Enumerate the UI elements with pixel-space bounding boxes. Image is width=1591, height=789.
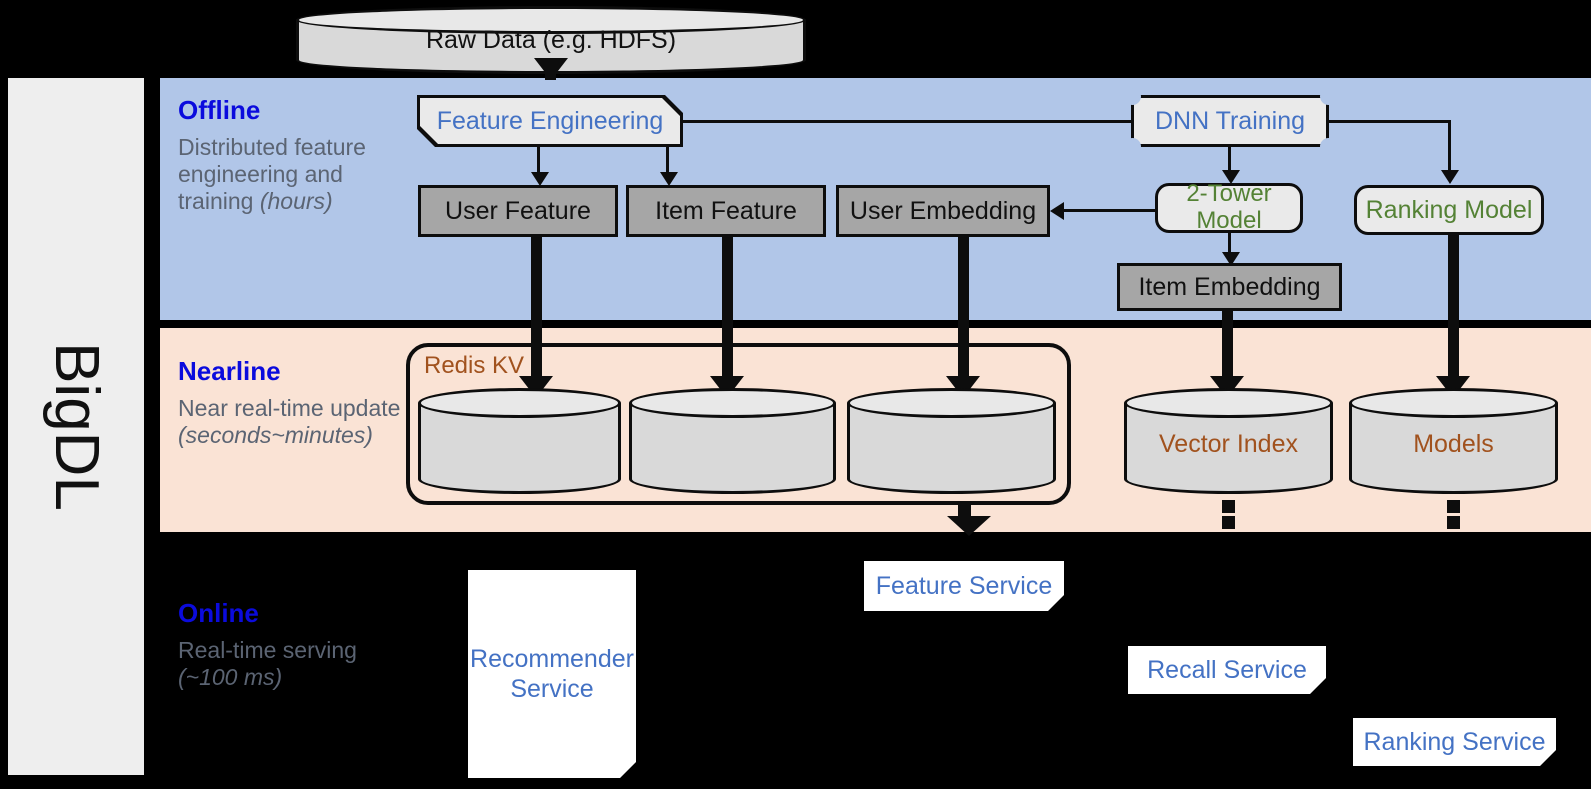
bigdl-text: BigDL — [41, 342, 111, 511]
recommender-service-label: Recommender Service — [470, 645, 634, 703]
edge-dnn-ranking-arrow — [1441, 170, 1459, 184]
pipe-itemfeature — [722, 237, 733, 385]
edge-twotower-userembedding-arrow — [1050, 202, 1064, 220]
bigdl-rail: BigDL — [8, 78, 144, 775]
dnn-corner-tl — [1124, 88, 1141, 105]
feature-service-label: Feature Service — [875, 572, 1053, 600]
caption-nearline-title: Nearline — [178, 356, 281, 386]
ranking-service-label: Ranking Service — [1363, 728, 1546, 756]
vector-index-label: Vector Index — [1159, 430, 1298, 458]
store2-cyl-top — [629, 388, 836, 418]
connector-models-2 — [1447, 516, 1460, 529]
feature-engineering-label: Feature Engineering — [436, 107, 664, 135]
caption-nearline-desc: Near real-time update (seconds~minutes) — [178, 395, 408, 449]
redis-kv-container — [406, 343, 1071, 505]
edge-fe-itemfeature-arrow — [660, 172, 678, 186]
caption-online: Online Real-time serving (~100 ms) — [178, 598, 408, 691]
edge-fe-userfeature — [537, 147, 540, 177]
ranking-service-doc[interactable]: Ranking Service — [1353, 718, 1556, 766]
caption-online-desc-text: Real-time serving — [178, 637, 357, 663]
dnn-training-label: DNN Training — [1154, 107, 1306, 135]
user-embedding-label: User Embedding — [849, 197, 1037, 225]
feature-service-doc[interactable]: Feature Service — [864, 561, 1064, 611]
user-feature-label: User Feature — [445, 197, 591, 225]
models-cyl-top — [1349, 388, 1558, 418]
caption-online-title: Online — [178, 598, 259, 628]
edge-dnn-twotower — [1228, 147, 1231, 175]
caption-online-desc-em: (~100 ms) — [178, 664, 283, 691]
edge-fe-itemfeature — [666, 147, 669, 177]
connector-models-1 — [1447, 500, 1460, 513]
caption-offline-desc-em: (hours) — [259, 188, 333, 215]
dnn-corner-bl — [1124, 138, 1141, 155]
store1-cyl-top — [418, 388, 621, 418]
caption-nearline: Nearline Near real-time update (seconds~… — [178, 356, 408, 449]
pipe-itemembedding — [1222, 311, 1233, 385]
raw-data-label: Raw Data (e.g. HDFS) — [425, 26, 677, 54]
feature-engineering-box[interactable]: Feature Engineering — [420, 98, 680, 144]
pipe-userembedding — [958, 237, 969, 385]
edge-fe-userfeature-arrow — [531, 172, 549, 186]
connector-vectorindex-2 — [1222, 516, 1235, 529]
user-embedding-box[interactable]: User Embedding — [836, 185, 1050, 237]
connector-redis-featureservice — [958, 505, 971, 518]
recommender-service-doc[interactable]: Recommender Service — [468, 570, 636, 778]
store-cylinder-user-embedding[interactable] — [847, 388, 1056, 496]
recall-service-doc[interactable]: Recall Service — [1128, 646, 1326, 694]
caption-nearline-desc-text: Near real-time update — [178, 395, 401, 421]
edge-dnn-ranking-h — [1329, 120, 1451, 123]
vector-index-cyl-top — [1124, 388, 1333, 418]
raw-data-cyl-top — [296, 6, 806, 34]
caption-offline: Offline Distributed feature engineering … — [178, 95, 408, 215]
item-feature-box[interactable]: Item Feature — [626, 185, 826, 237]
pipe-userfeature — [531, 237, 542, 385]
models-cylinder[interactable]: Models — [1349, 388, 1558, 496]
ranking-model-label: Ranking Model — [1365, 196, 1533, 224]
user-feature-box[interactable]: User Feature — [418, 185, 618, 237]
caption-offline-desc: Distributed feature engineering and trai… — [178, 134, 408, 215]
two-tower-model-box[interactable]: 2-Tower Model — [1155, 180, 1303, 234]
item-feature-label: Item Feature — [655, 197, 797, 225]
bigdl-rail-label: BigDL — [8, 78, 144, 775]
connector-vectorindex-1 — [1222, 500, 1235, 513]
caption-nearline-desc-em: (seconds~minutes) — [178, 422, 373, 449]
store1-cyl-body — [418, 403, 621, 479]
item-embedding-box[interactable]: Item Embedding — [1117, 263, 1342, 311]
connector-redis-featureservice-arrow — [947, 516, 991, 536]
edge-dnn-twotower-arrow — [1222, 170, 1240, 184]
edge-twotower-userembedding — [1063, 209, 1155, 212]
vector-index-cylinder[interactable]: Vector Index — [1124, 388, 1333, 496]
pipe-rankingmodel — [1448, 235, 1459, 385]
edge-fe-dnn — [683, 120, 1151, 123]
caption-offline-title: Offline — [178, 95, 261, 125]
dnn-corner-tr — [1320, 88, 1337, 105]
edge-twotower-itememb-arrow — [1222, 252, 1240, 266]
caption-offline-desc-text: Distributed feature engineering and trai… — [178, 134, 366, 215]
ranking-model-box[interactable]: Ranking Model — [1354, 185, 1544, 235]
edge-dnn-ranking-v — [1448, 120, 1451, 174]
redis-kv-label: Redis KV — [424, 352, 525, 379]
dnn-training-box[interactable]: DNN Training — [1134, 98, 1326, 144]
store3-cyl-top — [847, 388, 1056, 418]
store-cylinder-item-feature[interactable] — [629, 388, 836, 496]
caption-online-desc: Real-time serving (~100 ms) — [178, 637, 408, 691]
item-embedding-label: Item Embedding — [1138, 273, 1321, 301]
recall-service-label: Recall Service — [1147, 656, 1307, 684]
dnn-corner-br — [1320, 138, 1337, 155]
store-cylinder-user-feature[interactable] — [418, 388, 621, 496]
two-tower-model-label: 2-Tower Model — [1186, 180, 1272, 234]
models-label: Models — [1413, 430, 1494, 458]
edge-twotower-itememb — [1228, 233, 1231, 259]
edge-rawdata-fe-arrow — [534, 58, 568, 80]
